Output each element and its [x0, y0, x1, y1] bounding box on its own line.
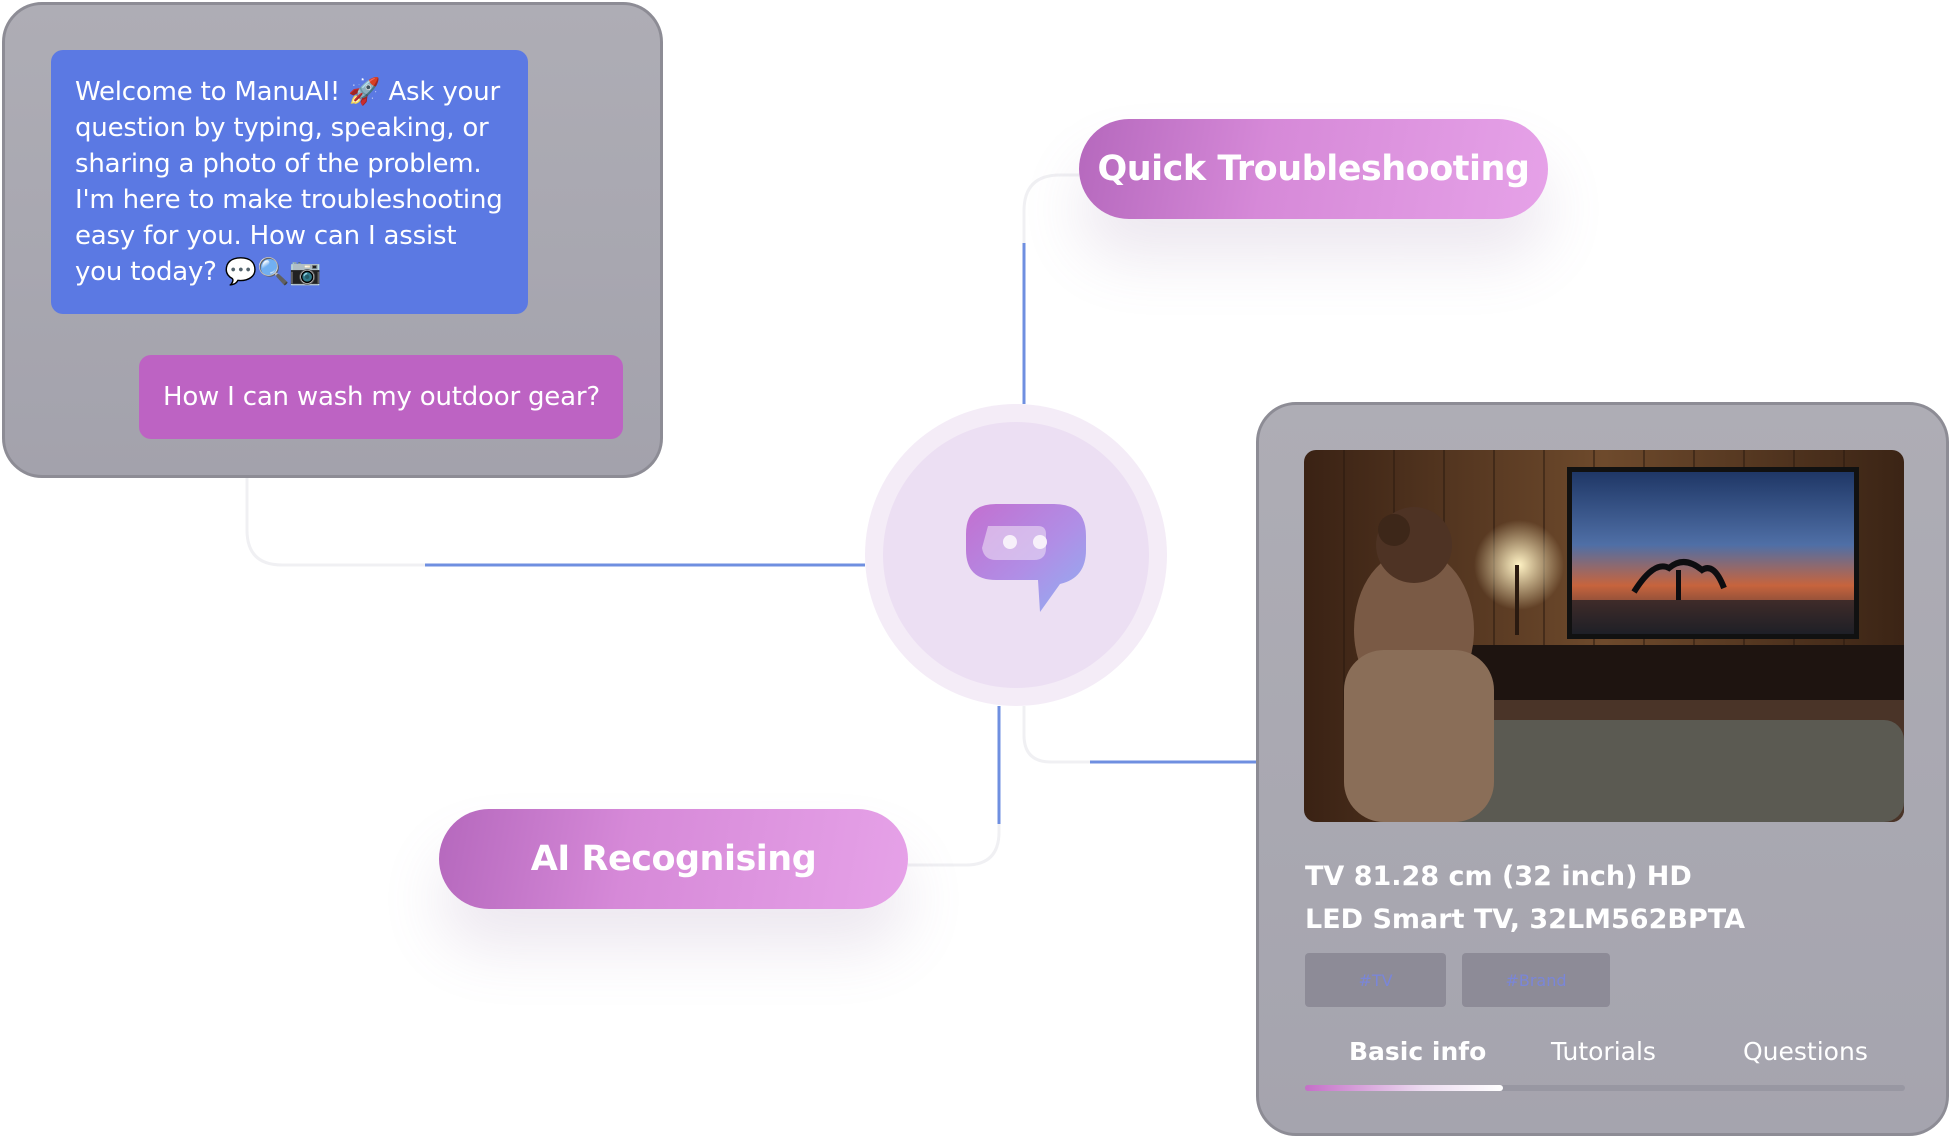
living-room-tv-image [1304, 450, 1904, 822]
tab-tutorials[interactable]: Tutorials [1551, 1037, 1656, 1066]
chat-card: Welcome to ManuAI! 🚀 Ask your question b… [2, 2, 663, 478]
product-title: TV 81.28 cm (32 inch) HD LED Smart TV, 3… [1305, 855, 1905, 941]
ai-recognising-pill[interactable]: AI Recognising [439, 809, 908, 909]
chat-bubble-logo-icon [966, 504, 1086, 612]
product-title-line2: LED Smart TV, 32LM562BPTA [1305, 904, 1745, 935]
logo-inner-circle [883, 422, 1149, 688]
tab-questions[interactable]: Questions [1743, 1037, 1868, 1066]
quick-troubleshooting-pill[interactable]: Quick Troubleshooting [1079, 119, 1548, 219]
product-title-line1: TV 81.28 cm (32 inch) HD [1305, 861, 1692, 892]
tag-tv[interactable]: #TV [1305, 953, 1446, 1007]
tab-basic-info[interactable]: Basic info [1349, 1037, 1487, 1066]
tag-brand[interactable]: #Brand [1462, 953, 1610, 1007]
tab-indicator [1305, 1085, 1503, 1091]
tab-track [1305, 1085, 1905, 1091]
user-message-bubble: How I can wash my outdoor gear? [139, 355, 623, 439]
product-card: TV 81.28 cm (32 inch) HD LED Smart TV, 3… [1256, 402, 1949, 1136]
product-image [1304, 450, 1904, 822]
bot-message-bubble: Welcome to ManuAI! 🚀 Ask your question b… [51, 50, 528, 314]
center-logo [865, 404, 1167, 706]
